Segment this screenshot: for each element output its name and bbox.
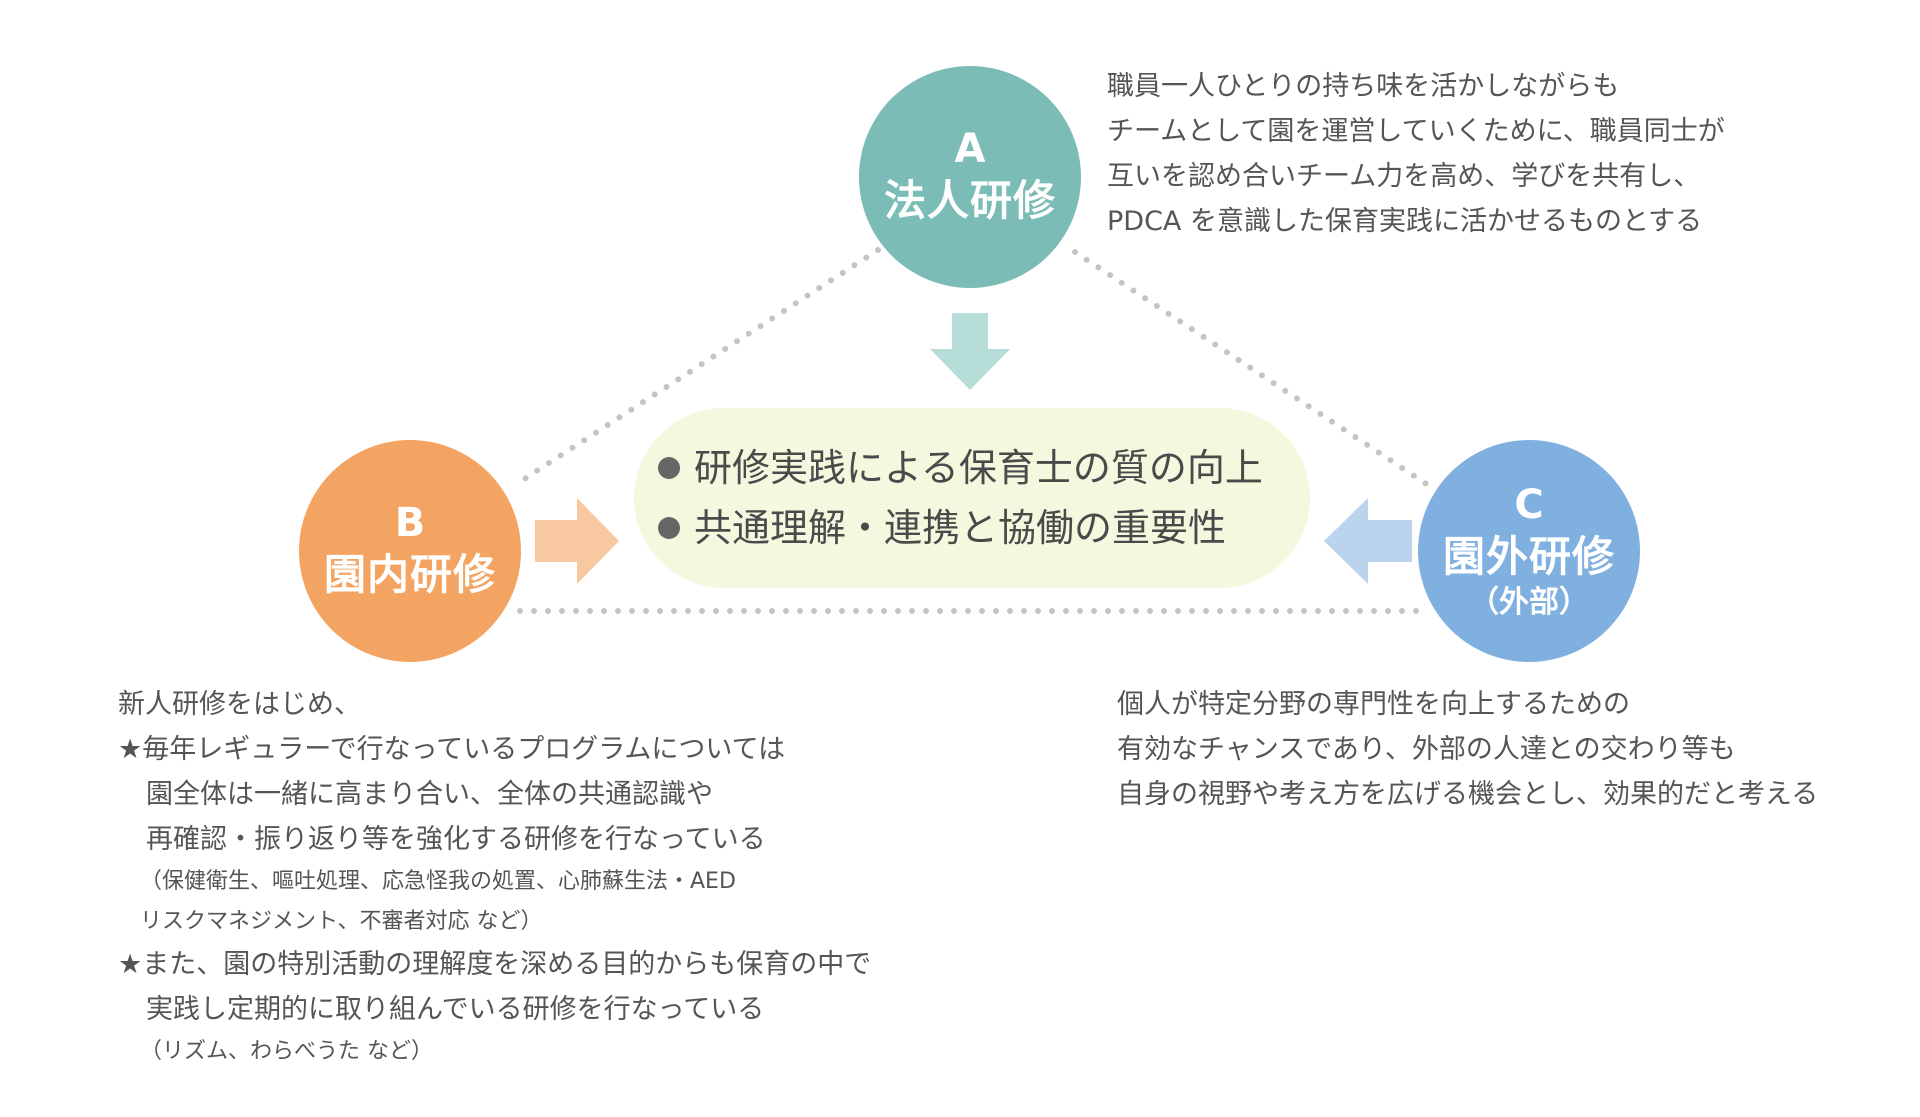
description-a-line: 互いを認め合いチーム力を高め、学びを共有し、	[1107, 161, 1701, 192]
arrow-left-from-c	[1324, 498, 1412, 584]
center-goal-text: 研修実践による保育士の質の向上	[694, 446, 1263, 490]
circle-a-title: 法人研修	[883, 176, 1056, 225]
circle-a-letter: A	[954, 126, 986, 172]
circle-c-external-training: C 園外研修 （外部）	[1418, 440, 1640, 662]
circle-b-inhouse-training: B 園内研修	[299, 440, 521, 662]
description-b-star1-note2: リスクマネジメント、不審者対応 など）	[140, 909, 543, 934]
description-b-star1-line2: 園全体は一緒に高まり合い、全体の共通認識や	[146, 779, 713, 810]
description-a-line: 職員一人ひとりの持ち味を活かしながらも	[1107, 71, 1620, 102]
description-a: 職員一人ひとりの持ち味を活かしながらも チームとして園を運営していくために、職員…	[1107, 64, 1725, 244]
center-goal-item: 共通理解・連携と協働の重要性	[658, 498, 1310, 558]
bullet-icon	[658, 517, 680, 539]
description-b-star2-note: （リズム、わらべうた など）	[140, 1039, 433, 1064]
circle-b-letter: B	[394, 500, 426, 546]
circle-b-title: 園内研修	[323, 550, 496, 599]
dotted-line-a-c	[1072, 249, 1431, 488]
circle-a-corporate-training: A 法人研修	[859, 66, 1081, 288]
description-c: 個人が特定分野の専門性を向上するための 有効なチャンスであり、外部の人達との交わ…	[1117, 682, 1818, 817]
description-b-star1-line3: 再確認・振り返り等を強化する研修を行なっている	[146, 824, 766, 855]
bullet-icon	[658, 457, 680, 479]
center-goal-item: 研修実践による保育士の質の向上	[658, 438, 1310, 498]
arrow-right-from-b	[535, 498, 619, 584]
center-goals-box: 研修実践による保育士の質の向上 共通理解・連携と協働の重要性	[634, 408, 1310, 588]
description-b-star2: ★また、園の特別活動の理解度を深める目的からも保育の中で	[118, 949, 872, 980]
description-c-line: 有効なチャンスであり、外部の人達との交わり等も	[1117, 734, 1736, 765]
description-a-line: PDCA を意識した保育実践に活かせるものとする	[1107, 206, 1703, 237]
circle-c-letter: C	[1514, 482, 1544, 528]
arrow-down-from-a	[930, 313, 1010, 390]
description-c-line: 自身の視野や考え方を広げる機会とし、効果的だと考える	[1117, 779, 1819, 810]
description-b-star2-line2: 実践し定期的に取り組んでいる研修を行なっている	[146, 994, 765, 1025]
description-a-line: チームとして園を運営していくために、職員同士が	[1107, 116, 1725, 147]
description-b: 新人研修をはじめ、 ★毎年レギュラーで行なっているプログラムについては 園全体は…	[118, 682, 871, 1072]
circle-c-subtitle: （外部）	[1469, 585, 1589, 620]
description-b-star1: ★毎年レギュラーで行なっているプログラムについては	[118, 734, 786, 765]
dotted-line-a-b	[512, 247, 881, 488]
center-goal-text: 共通理解・連携と協働の重要性	[694, 506, 1227, 550]
description-b-star1-note1: （保健衛生、嘔吐処理、応急怪我の処置、心肺蘇生法・AED	[140, 869, 736, 894]
description-c-line: 個人が特定分野の専門性を向上するための	[1117, 689, 1630, 720]
circle-c-title: 園外研修	[1442, 532, 1615, 581]
description-b-intro: 新人研修をはじめ、	[118, 689, 361, 720]
